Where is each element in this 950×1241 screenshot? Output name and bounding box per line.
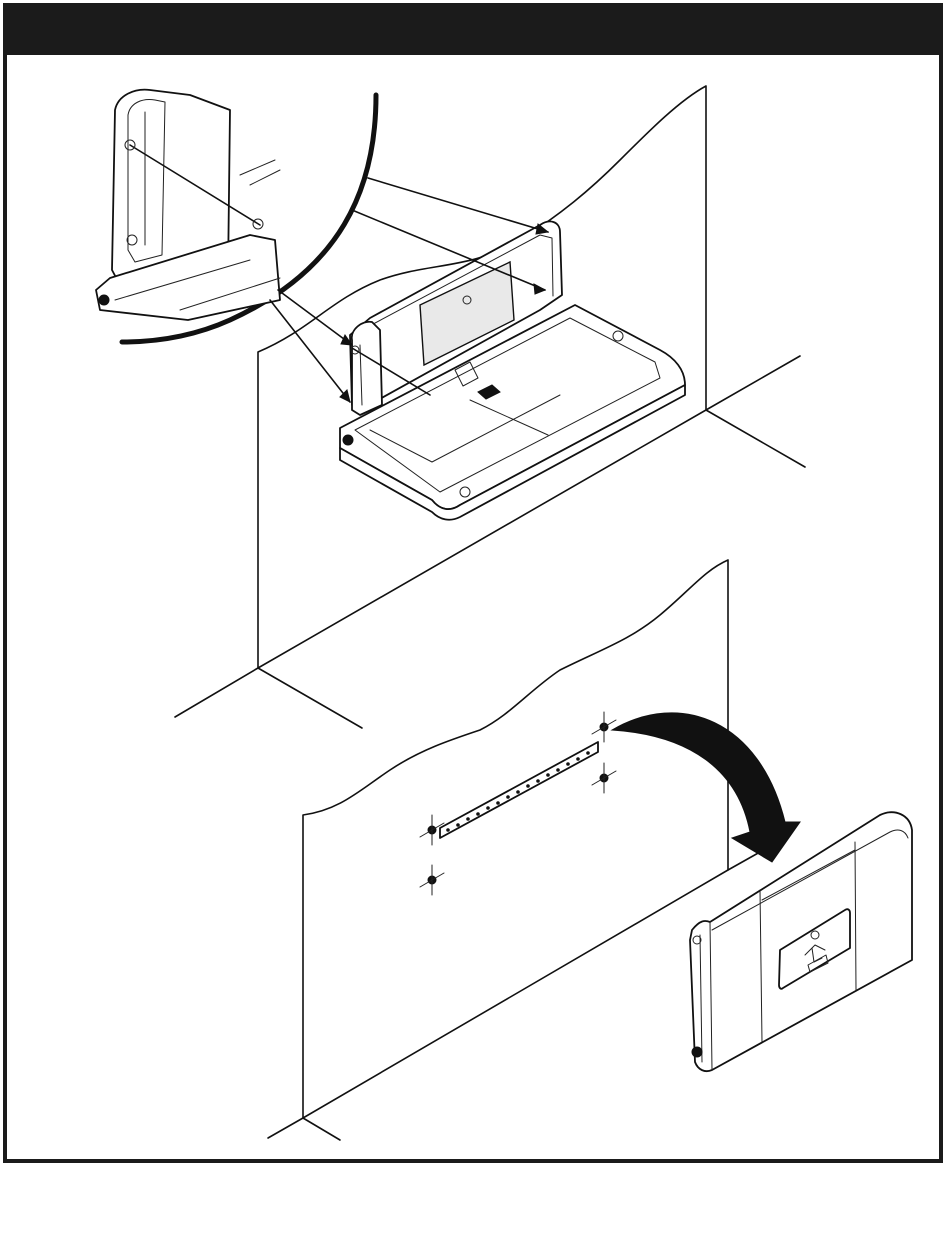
hinge-detail-callout: [96, 90, 376, 342]
lower-wall: [268, 560, 760, 1140]
